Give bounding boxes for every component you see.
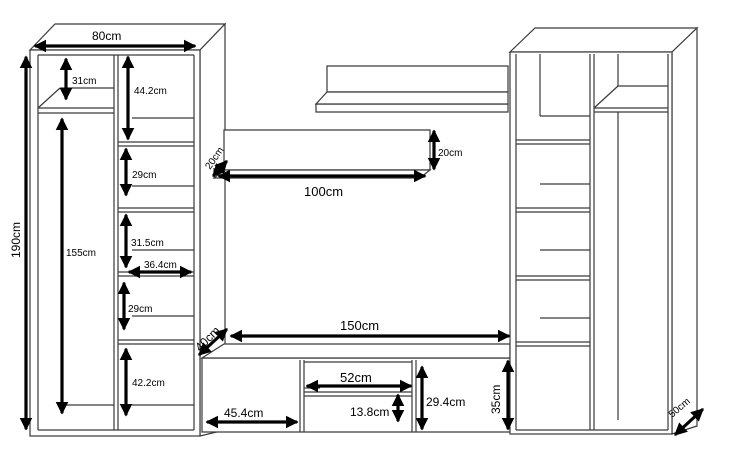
label-150cm: 150cm [340, 318, 379, 333]
label-29cm-a: 29cm [132, 170, 156, 181]
label-35cm: 35cm [489, 385, 503, 414]
dimension-lines [19, 39, 704, 436]
label-31cm: 31cm [72, 76, 96, 87]
wall-shelf [314, 65, 509, 113]
label-45-4cm: 45.4cm [224, 406, 263, 420]
label-29-4cm: 29.4cm [426, 395, 465, 409]
hanging-box [212, 129, 432, 179]
label-31-5cm: 31.5cm [131, 238, 164, 249]
label-44-2cm: 44.2cm [134, 86, 167, 97]
label-29cm-b: 29cm [128, 304, 152, 315]
label-52cm: 52cm [340, 370, 372, 385]
label-190cm: 190cm [9, 222, 23, 258]
label-36-4cm: 36.4cm [144, 260, 177, 271]
label-20cm-height: 20cm [438, 148, 462, 159]
tv-stand [199, 343, 511, 433]
right-cabinet [508, 26, 699, 435]
label-13-8cm: 13.8cm [350, 405, 389, 419]
label-100cm: 100cm [304, 184, 343, 199]
label-80cm: 80cm [92, 29, 121, 43]
label-155cm: 155cm [66, 248, 96, 259]
label-42-2cm: 42.2cm [132, 378, 165, 389]
